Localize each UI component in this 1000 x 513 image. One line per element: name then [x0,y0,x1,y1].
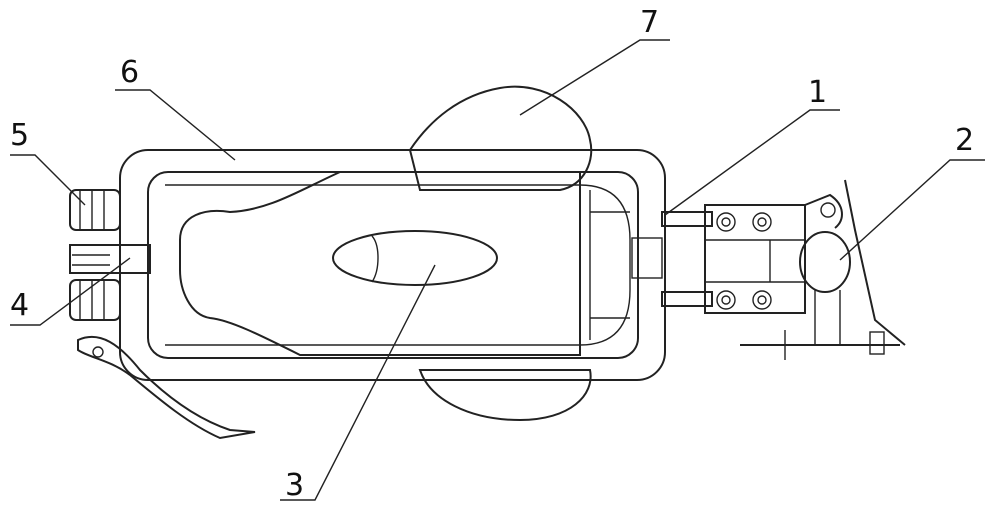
label-1: 1 [808,75,827,110]
leader-lines [10,39,985,501]
connector-rod-1 [661,211,713,307]
inner-tray [165,184,663,346]
label-7: 7 [640,5,659,40]
hex-bolt-icon [716,212,772,310]
bolt-bracket [704,204,806,314]
label-2: 2 [955,123,974,158]
label-6: 6 [120,55,139,90]
release-lever [77,335,256,440]
label-4: 4 [10,288,29,323]
cushion-pad-7 [408,85,593,422]
seat-cushion-3 [179,171,581,356]
label-3: 3 [285,468,304,503]
pipe-clamp-2 [740,179,906,360]
latch-4 [69,244,151,274]
label-5: 5 [10,118,29,153]
